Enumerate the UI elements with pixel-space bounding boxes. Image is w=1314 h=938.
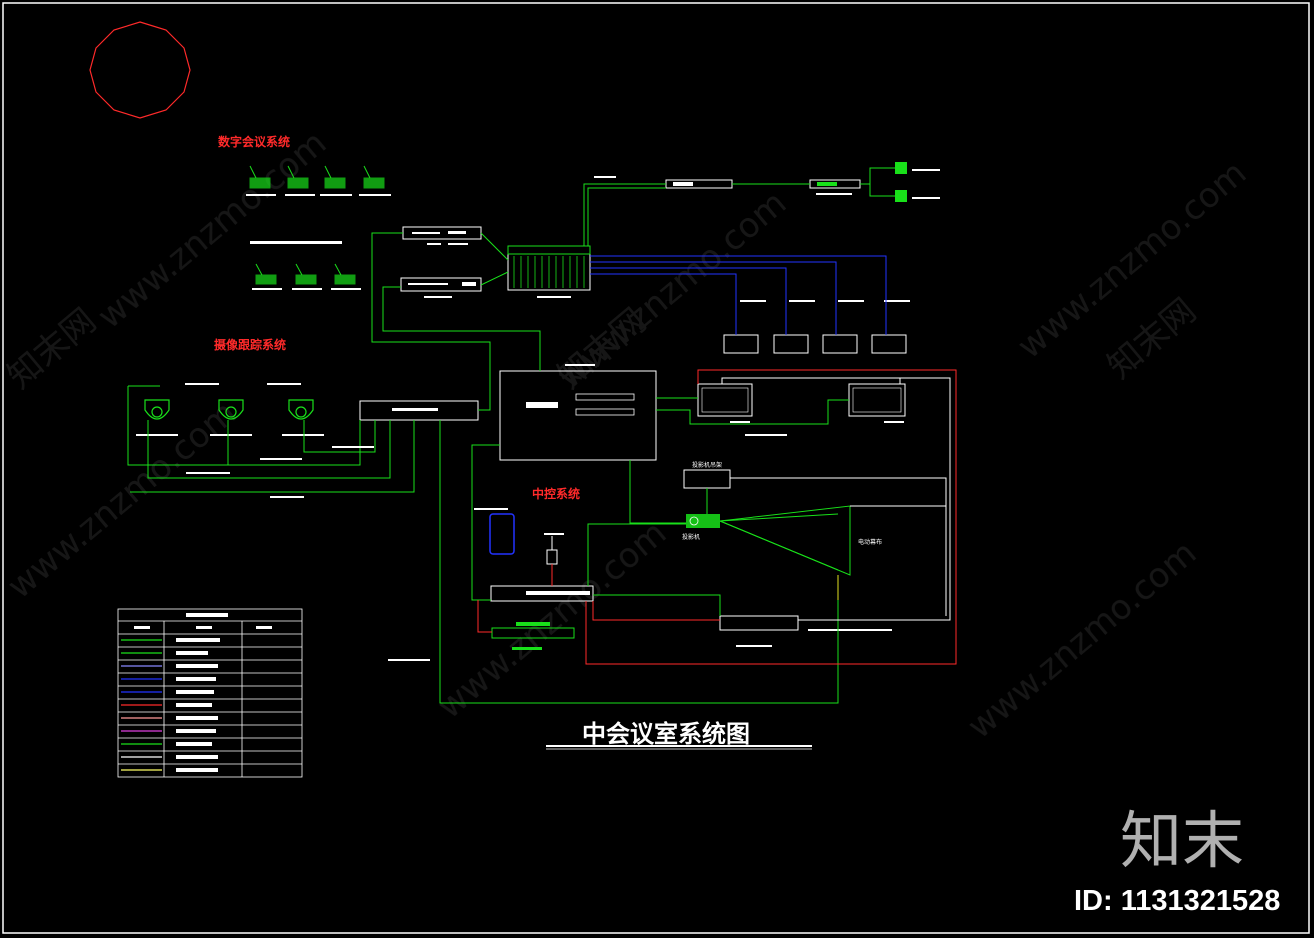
lcd-monitor-icon: [697, 383, 753, 423]
watermark-9: 知末网: [1100, 291, 1204, 387]
power-amplifier-1: [665, 179, 733, 189]
lift-label: 投影机吊架: [692, 461, 722, 469]
lcd-monitor-icon: [848, 383, 906, 423]
sensor-icon: [546, 549, 558, 565]
watermark-8: 知末网: [550, 301, 654, 397]
legend-row-blocks: [134, 613, 272, 772]
ptz-camera-icon: [282, 399, 324, 436]
screen-label: 电动幕布: [858, 538, 882, 546]
section-title-camera: 摄像跟踪系统: [214, 337, 286, 352]
section-title-conference: 数字会议系统: [218, 134, 290, 149]
legend-line-samples: [121, 639, 162, 771]
ptz-camera-icon: [136, 399, 178, 436]
central-control-host: [499, 364, 657, 461]
brand-watermark-logo: 知末: [1120, 804, 1244, 877]
camera-group: [136, 399, 324, 436]
loudspeaker-icon: [895, 190, 940, 202]
microphone-group-bottom: [252, 263, 361, 290]
white-wiring: [721, 377, 951, 621]
microphone-unit-icon: [292, 263, 322, 290]
watermark-6: www.znzmo.com: [960, 533, 1204, 747]
wall-panel-group: [723, 300, 910, 354]
diagram-title: 中会议室系统图: [582, 719, 750, 748]
touch-panel-icon: [489, 513, 515, 555]
watermark-1: www.znzmo.com: [90, 123, 334, 337]
red-polygon-symbol: [89, 21, 191, 119]
blue-wiring: [590, 255, 887, 335]
microphone-unit-icon: [331, 263, 361, 290]
video-switcher-unit: [359, 400, 479, 421]
infrared-emitter-unit: [719, 615, 799, 647]
microphone-unit-icon: [246, 165, 276, 196]
power-amplifier-2: [809, 179, 861, 195]
legend-table: [117, 608, 303, 778]
loudspeaker-icon: [895, 162, 940, 174]
watermark-7: 知末网: [0, 301, 104, 397]
microphone-unit-icon: [320, 165, 352, 196]
projector-label: 投影机: [682, 533, 700, 541]
section-title-control: 中控系统: [532, 486, 580, 501]
projection-beam: [719, 505, 851, 576]
green-wiring: [371, 167, 895, 704]
watermark-4: www.znzmo.com: [0, 393, 244, 607]
microphone-unit-icon: [359, 165, 391, 196]
ptz-camera-icon: [210, 399, 252, 436]
conference-host-unit: [402, 226, 482, 245]
microphone-unit-icon: [285, 165, 315, 196]
projector-lift-icon: [683, 469, 731, 489]
projector-icon: [686, 514, 720, 528]
audio-mixer-unit: [507, 245, 591, 298]
relay-controller-unit: [491, 622, 575, 650]
red-wiring: [477, 369, 957, 665]
image-id-label: ID: 1131321528: [1074, 885, 1280, 917]
microphone-unit-icon: [252, 263, 282, 290]
dvd-recorder-unit: [400, 277, 482, 298]
power-sequencer-unit: [490, 585, 594, 602]
microphone-group-top: [246, 165, 391, 196]
